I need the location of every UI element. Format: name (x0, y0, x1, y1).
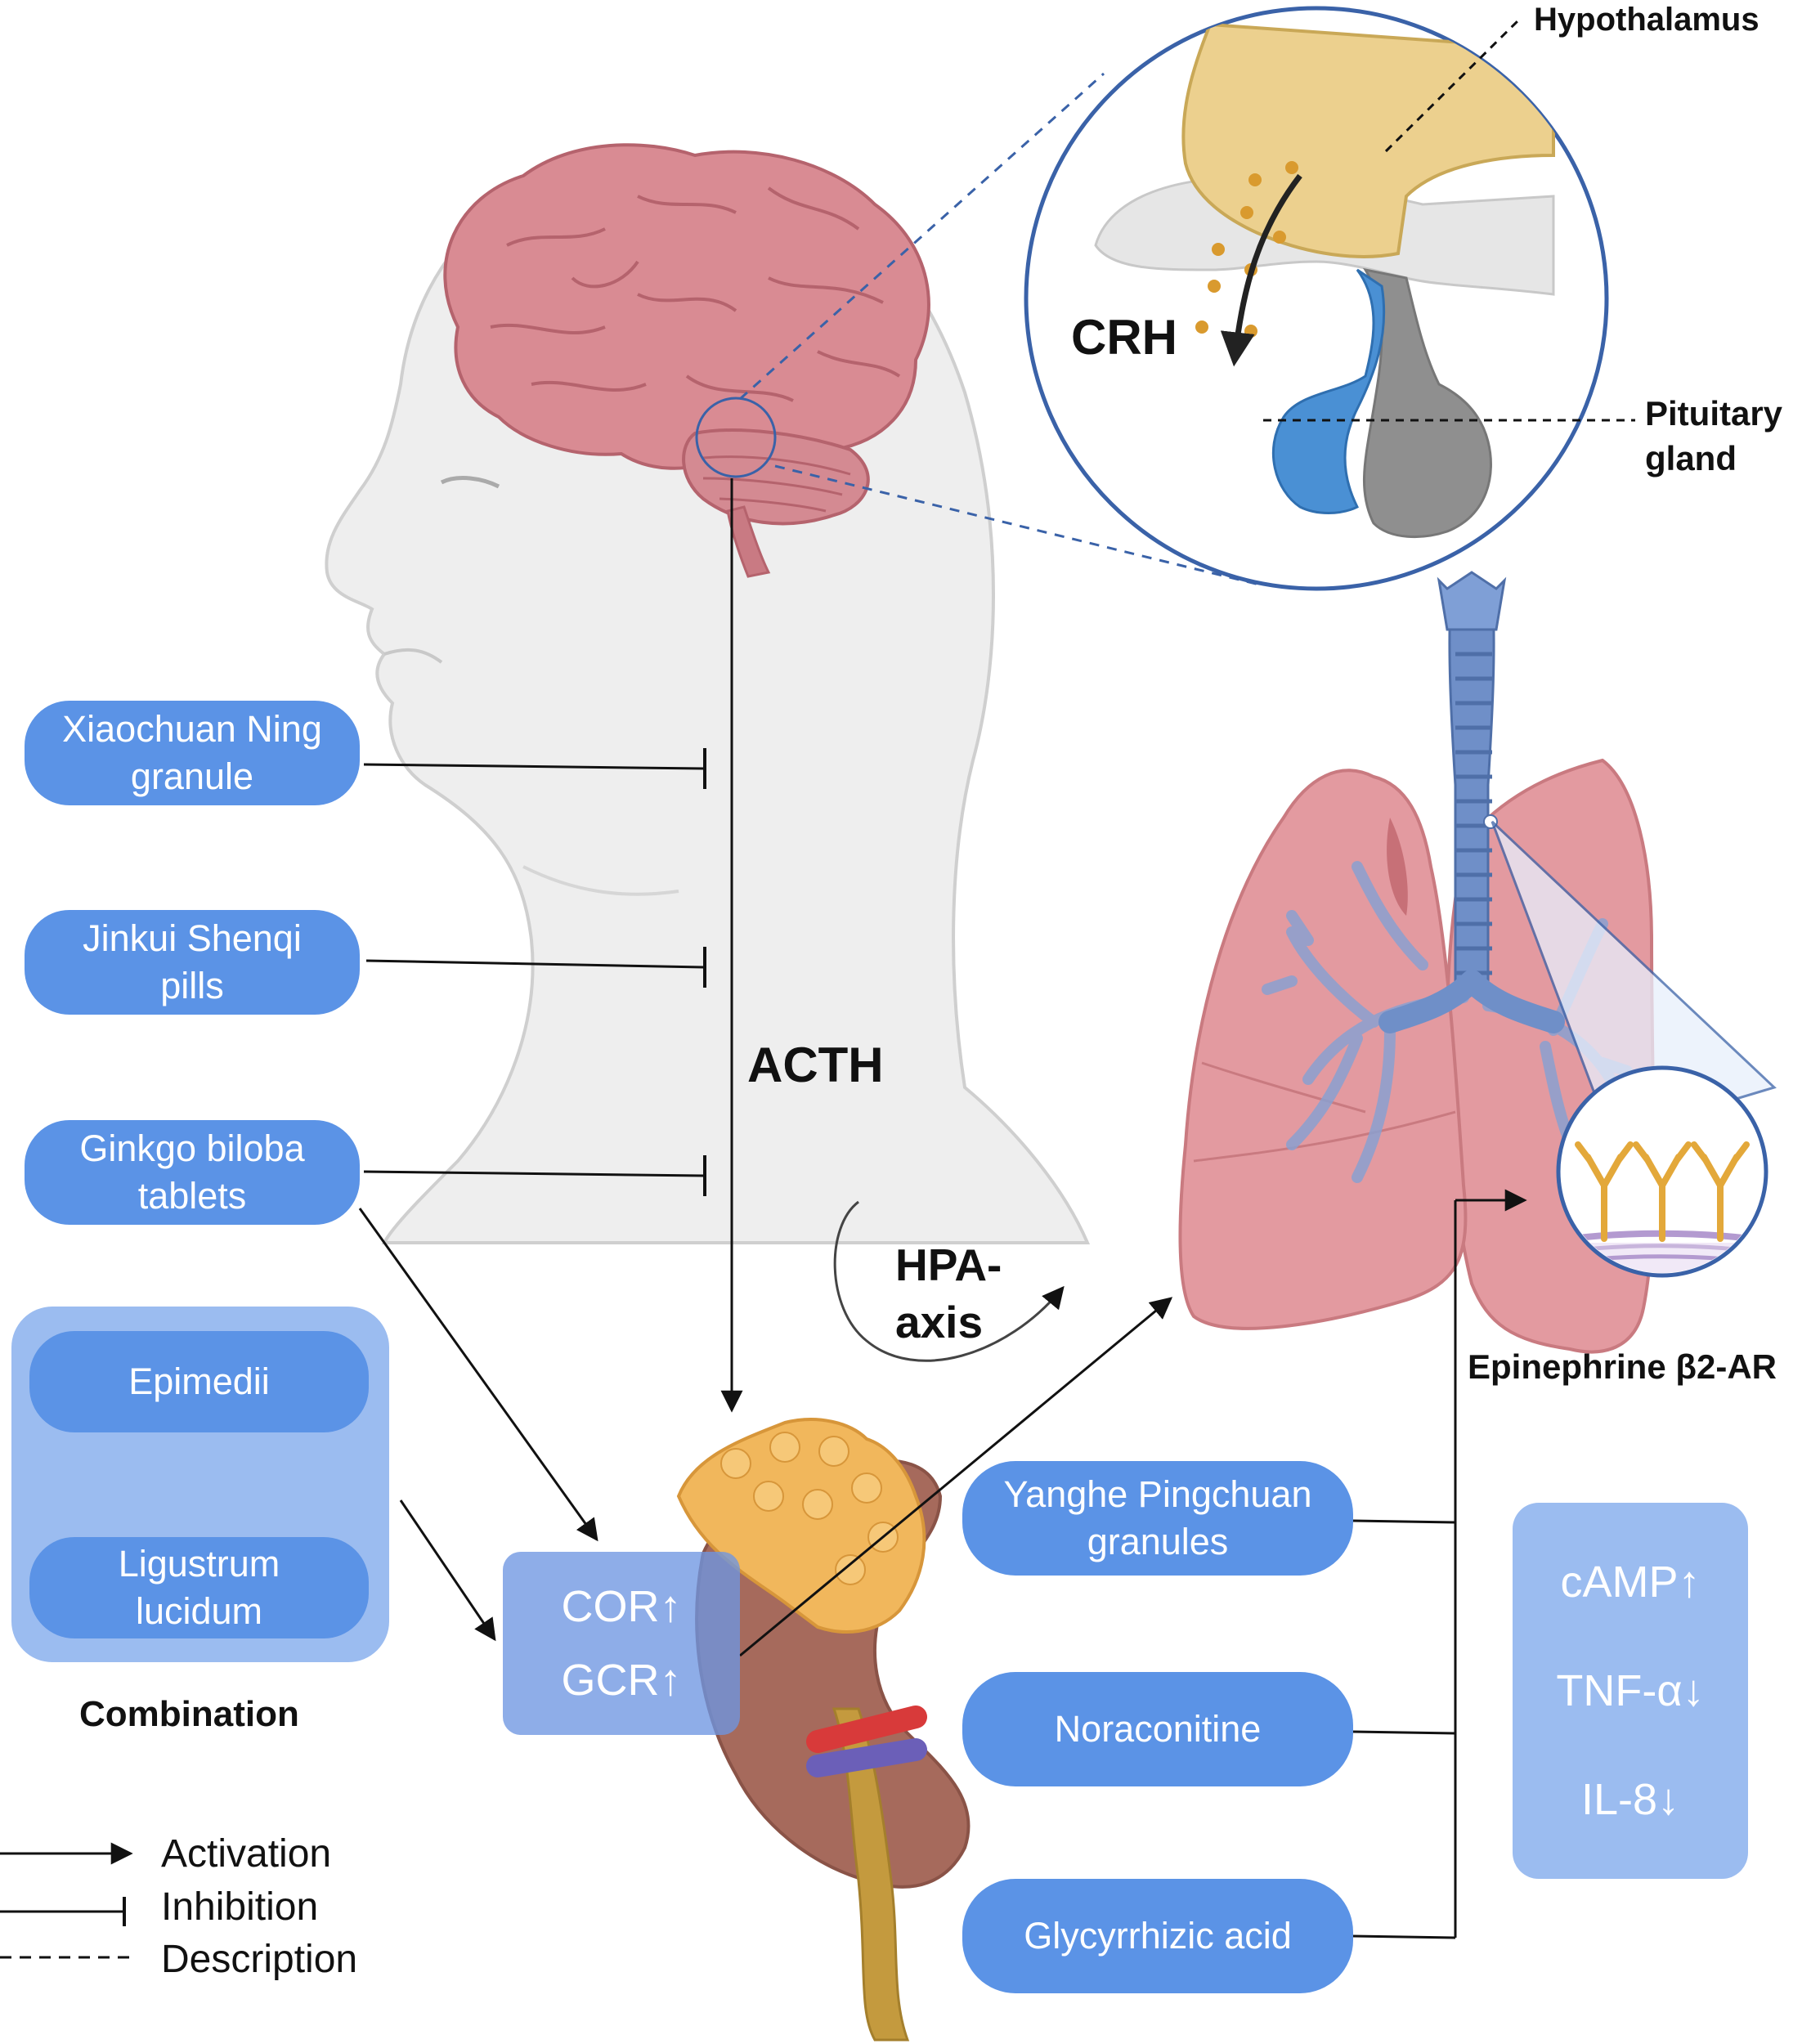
adrenal-to-lung-arrow (739, 1297, 1173, 1657)
pill-label: Jinkui Shenqi (83, 917, 302, 960)
pill-label: Ginkgo biloba (79, 1127, 305, 1170)
receptor-zoom-circle (1556, 1065, 1768, 1278)
acth-label: ACTH (747, 1038, 884, 1092)
lung-marker-box: cAMP↑ TNF-α↓ IL-8↓ (1513, 1503, 1748, 1879)
cortisol-marker: COR↑ (561, 1582, 682, 1631)
pill-label: granule (130, 755, 254, 797)
tnf-alpha-marker: TNF-α↓ (1556, 1665, 1705, 1715)
pituitary-label-line2: gland (1645, 439, 1737, 477)
inhibition-line-3 (363, 1170, 704, 1177)
zoom-connector-top (739, 72, 1105, 401)
legend-activation-label: Activation (161, 1832, 332, 1876)
combination-label: Combination (79, 1694, 299, 1734)
legend-inhibition-label: Inhibition (161, 1885, 319, 1929)
inhibition-line-1 (363, 763, 704, 770)
activator-line-1 (1352, 1519, 1456, 1524)
pituitary-label-line1: Pituitary (1645, 394, 1783, 433)
pill-label: Noraconitine (1054, 1708, 1262, 1750)
zoom-connector-bottom (774, 464, 1260, 586)
hpa-axis-label-line1: HPA- (895, 1239, 1002, 1290)
hypothalamus-pituitary-zoom (1024, 6, 1609, 591)
inhibitor-pill-ginkgo[interactable]: Ginkgo biloba tablets (25, 1120, 360, 1225)
activator-pill-glycyrrhizic[interactable]: Glycyrrhizic acid (962, 1879, 1353, 1993)
pill-label: tablets (137, 1175, 247, 1217)
hpa-axis-cycle-arrow (833, 1200, 1065, 1362)
legend-description-label: Description (161, 1938, 358, 1981)
adrenal-marker-box: COR↑ GCR↑ (503, 1552, 740, 1735)
pill-label: pills (160, 965, 224, 1006)
hypothalamus-pointer (1384, 16, 1522, 153)
pill-label: lucidum (135, 1590, 263, 1632)
hpa-axis-label-line2: axis (895, 1297, 984, 1347)
pill-label: Xiaochuan Ning (62, 708, 322, 751)
il8-marker: IL-8↓ (1580, 1775, 1680, 1825)
kidney-illustration (676, 1418, 971, 2042)
crh-label: CRH (1071, 310, 1177, 365)
camp-marker: cAMP↑ (1560, 1557, 1701, 1607)
pill-label: Glycyrrhizic acid (1024, 1915, 1292, 1957)
hypothalamus-label: Hypothalamus (1534, 2, 1759, 38)
activator-pill-noraconitine[interactable]: Noraconitine (962, 1672, 1353, 1786)
inhibitor-pill-jinkui[interactable]: Jinkui Shenqi pills (25, 910, 360, 1015)
combination-pill-epimedii[interactable]: Epimedii (29, 1331, 369, 1432)
activator-line-3 (1352, 1934, 1456, 1939)
epinephrine-receptor-label: Epinephrine β2-AR (1468, 1347, 1777, 1386)
combination-pill-ligustrum[interactable]: Ligustrum lucidum (29, 1537, 369, 1638)
pill-label: Yanghe Pingchuan (1003, 1473, 1312, 1516)
activator-line-2 (1352, 1730, 1456, 1735)
ginkgo-activation-arrow (358, 1208, 598, 1542)
gcr-marker: GCR↑ (561, 1656, 682, 1705)
pill-label: granules (1087, 1521, 1229, 1562)
pill-label: Ligustrum (118, 1543, 280, 1585)
inhibition-line-2 (365, 959, 704, 969)
antibody-receptor-icon (1575, 1141, 1750, 1242)
pill-label: Epimedii (128, 1360, 270, 1403)
activator-pill-yanghe[interactable]: Yanghe Pingchuan granules (962, 1461, 1353, 1576)
brain-illustration (443, 143, 930, 578)
combination-activation-arrow (399, 1499, 496, 1642)
